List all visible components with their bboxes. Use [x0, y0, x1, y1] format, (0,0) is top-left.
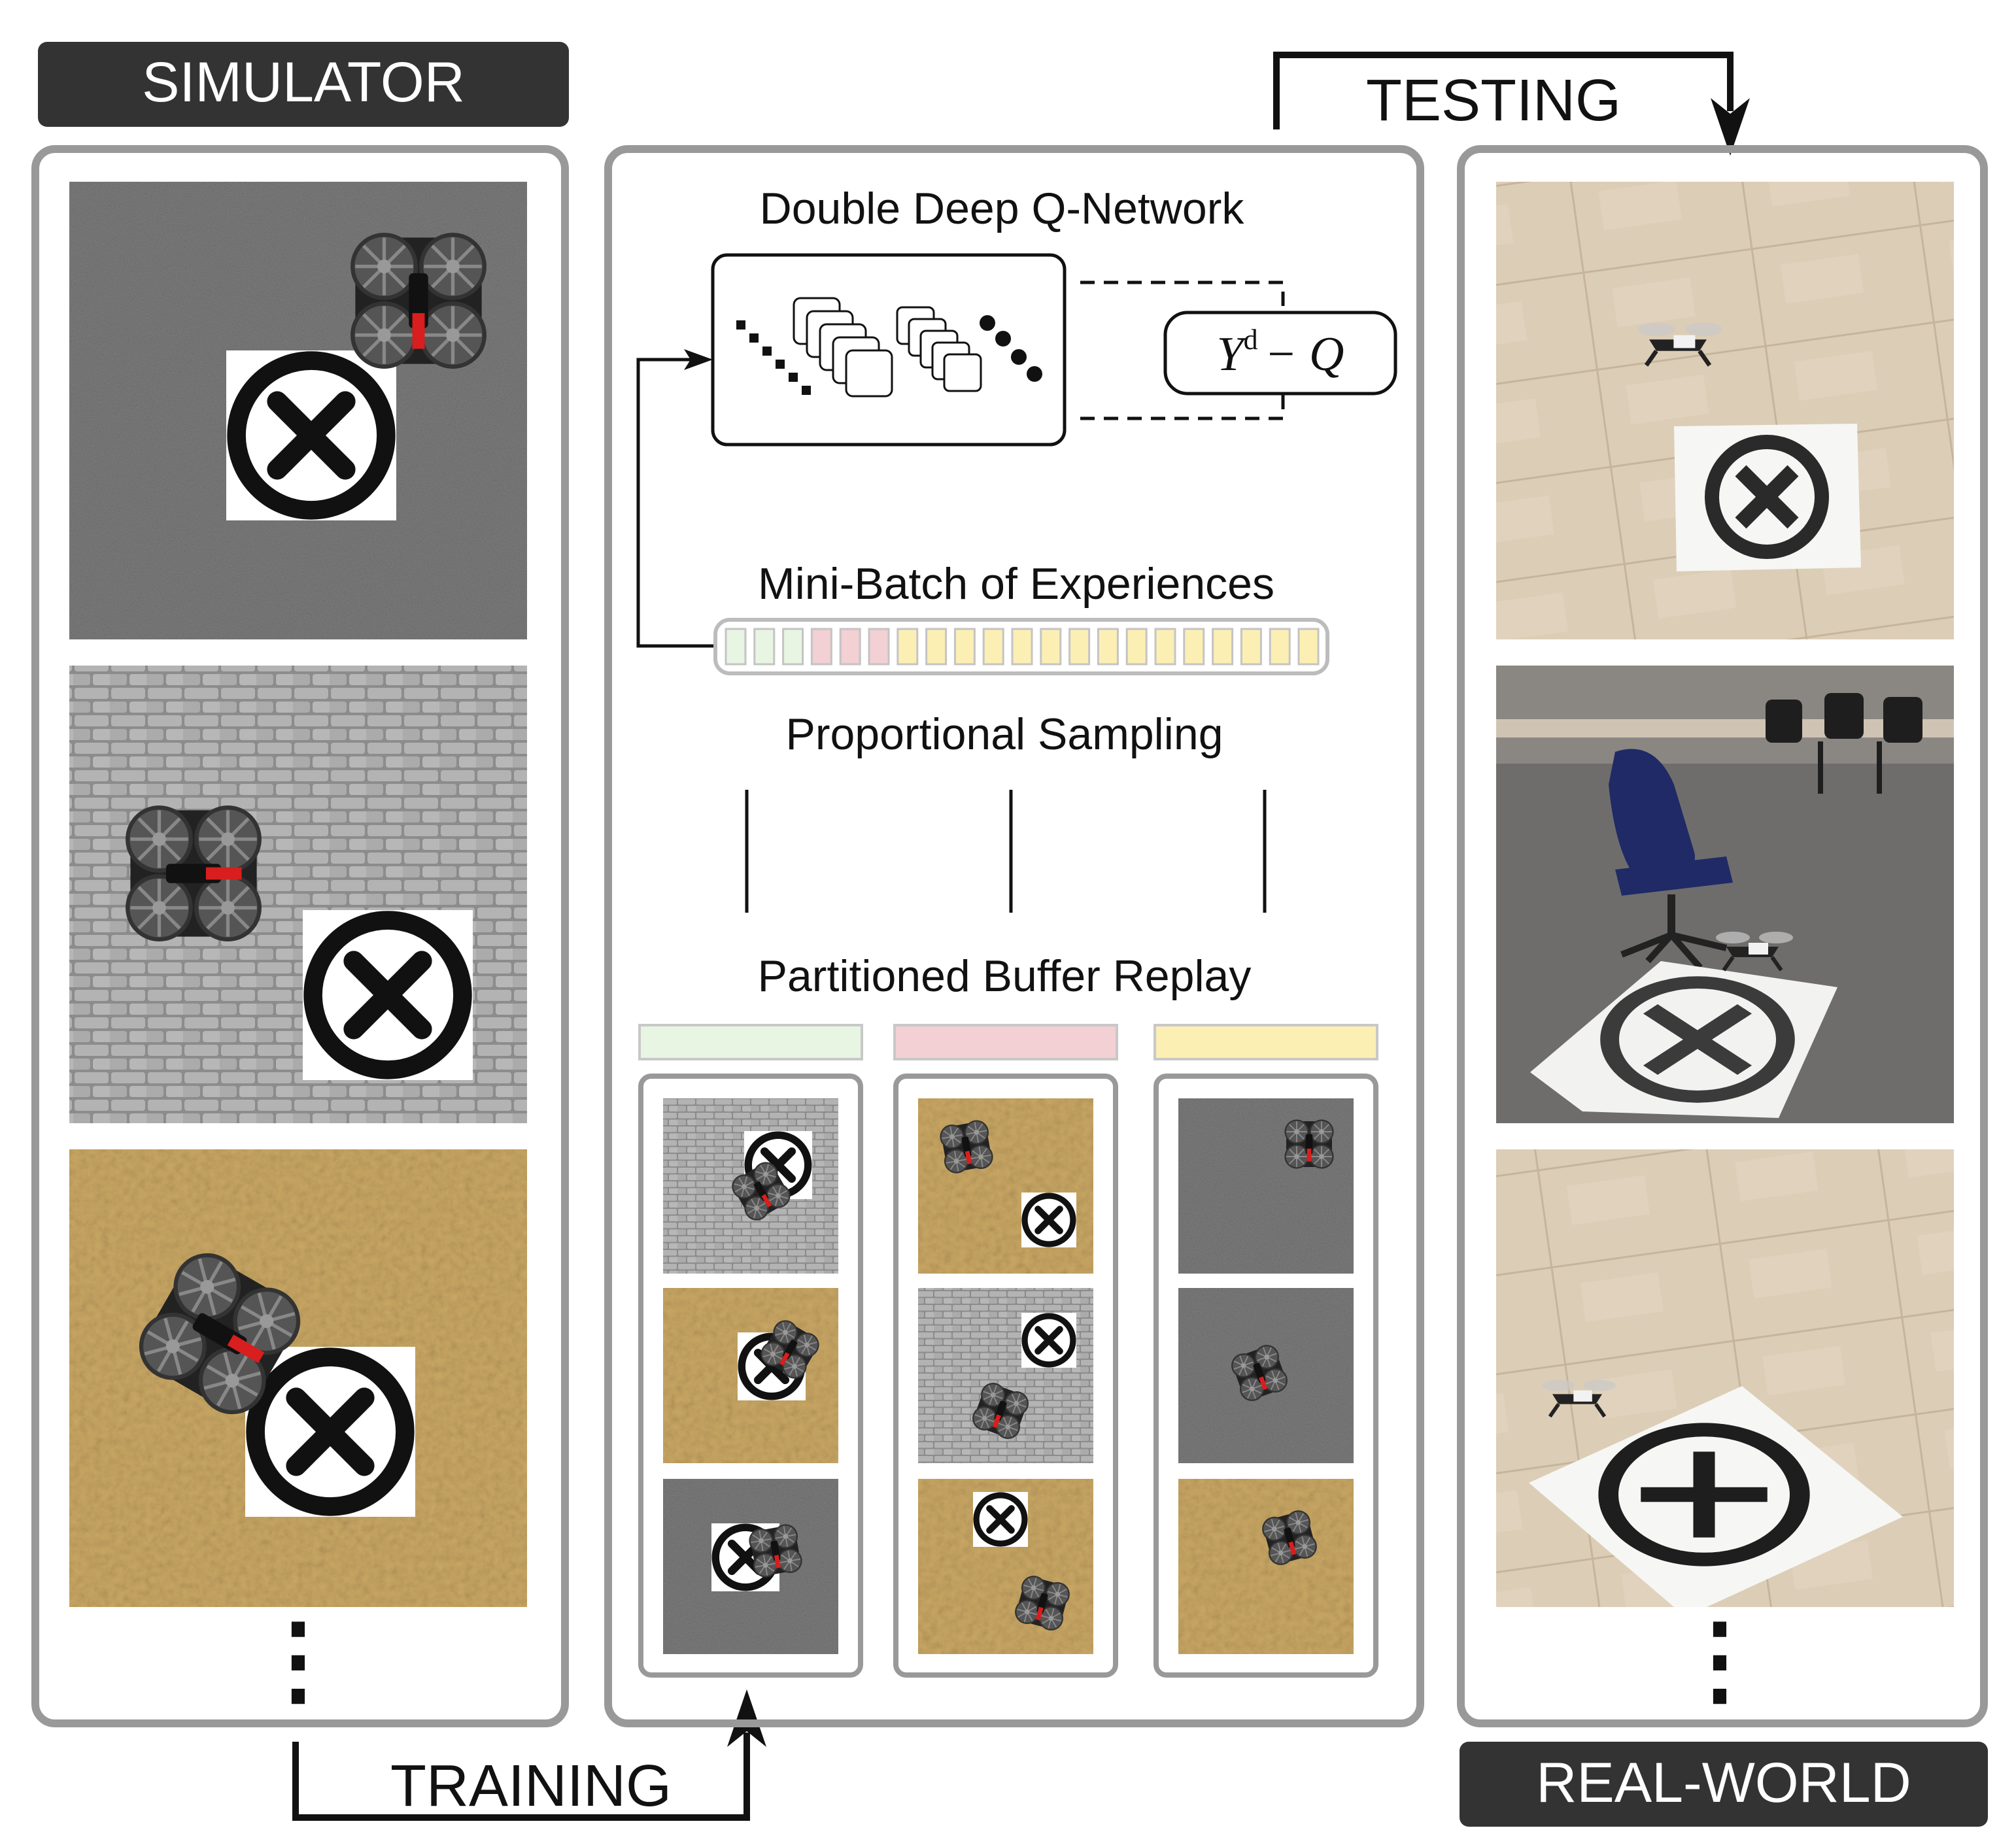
mini-batch-cell-yellow	[1154, 628, 1176, 666]
mini-batch-cell-yellow	[1011, 628, 1033, 666]
mini-batch-cell-green	[753, 628, 776, 666]
drone-icon	[1284, 1119, 1334, 1169]
drone-icon	[747, 1522, 804, 1580]
mini-batch-cell-yellow	[1269, 628, 1291, 666]
drone-icon	[352, 235, 485, 367]
mini-batch-label: Mini-Batch of Experiences	[758, 559, 1274, 609]
mini-batch-cell-yellow	[1097, 628, 1119, 666]
partition-bar-green	[638, 1024, 863, 1060]
learning-panel	[604, 145, 1424, 1727]
landing-target-icon	[303, 910, 473, 1080]
partition-column-red	[893, 1074, 1118, 1678]
mini-batch-cell-red	[839, 628, 861, 666]
mini-batch-cell-yellow	[1068, 628, 1091, 666]
partition-column-yellow	[1153, 1074, 1378, 1678]
sim-tile-asphalt	[69, 182, 527, 639]
landing-target-icon	[1021, 1193, 1076, 1247]
mini-batch-cell-yellow	[925, 628, 948, 666]
real-scene-floor-1	[1496, 182, 1954, 639]
minibatch-to-network-arrow	[636, 358, 719, 648]
mini-batch-cells	[725, 628, 1320, 666]
simulator-title-box	[38, 42, 569, 127]
sim-tile-cobblestone	[69, 666, 527, 1123]
loss-formula: Yd− Q	[1216, 324, 1344, 381]
real-scene-office	[1496, 666, 1954, 1123]
simulator-section: SIMULATOR ⋮	[31, 42, 569, 1727]
real-world-section: ⋮ REAL-WORLD	[1457, 145, 1988, 1827]
sampling-label: Proportional Sampling	[785, 709, 1223, 759]
mini-batch-cell-yellow	[897, 628, 919, 666]
simulator-ellipsis: ⋮	[249, 1604, 347, 1714]
learning-section: Double Deep Q-Network	[604, 145, 1424, 1727]
partition-column-green	[638, 1074, 863, 1678]
real-world-title: REAL-WORLD	[1536, 1752, 1911, 1814]
landing-target-icon	[1021, 1313, 1076, 1368]
partition-bar-red	[893, 1024, 1118, 1060]
network-title: Double Deep Q-Network	[760, 184, 1245, 233]
real-world-title-box	[1460, 1742, 1988, 1827]
simulator-title: SIMULATOR	[142, 51, 465, 114]
mini-batch-cell-red	[810, 628, 832, 666]
training-arrow: TRAINING	[292, 1689, 766, 1821]
mini-batch-cell-yellow	[1212, 628, 1234, 666]
mini-batch-cell-green	[782, 628, 804, 666]
partition-bar-yellow	[1153, 1024, 1378, 1060]
landing-target-icon	[226, 350, 396, 520]
mini-batch-cell-yellow	[1240, 628, 1262, 666]
drone-icon	[938, 1118, 995, 1176]
testing-label: TESTING	[1366, 68, 1621, 133]
real-scene-floor-2	[1496, 1149, 1954, 1607]
training-label: TRAINING	[390, 1753, 672, 1819]
loss-connector	[1080, 280, 1285, 420]
mini-batch-cell-yellow	[982, 628, 1004, 666]
landing-target-icon	[245, 1347, 415, 1517]
mini-batch-cell-yellow	[1297, 628, 1320, 666]
real-world-ellipsis: ⋮	[1671, 1604, 1769, 1714]
mini-batch-cell-yellow	[1183, 628, 1205, 666]
network-layers	[736, 297, 1042, 398]
real-world-panel	[1457, 145, 1988, 1727]
mini-batch-cell-green	[725, 628, 747, 666]
mini-batch-cell-yellow	[1040, 628, 1062, 666]
sim-tile-sand	[69, 1149, 527, 1607]
mini-batch-cell-red	[868, 628, 890, 666]
loss-box	[1163, 311, 1397, 396]
mini-batch-cell-yellow	[1125, 628, 1148, 666]
testing-arrow: TESTING	[1273, 52, 1750, 156]
mini-batch-cell-yellow	[953, 628, 976, 666]
simulator-panel	[31, 145, 569, 1727]
landing-target-icon	[973, 1492, 1028, 1547]
buffer-replay-label: Partitioned Buffer Replay	[758, 951, 1252, 1001]
drone-icon	[128, 807, 260, 939]
